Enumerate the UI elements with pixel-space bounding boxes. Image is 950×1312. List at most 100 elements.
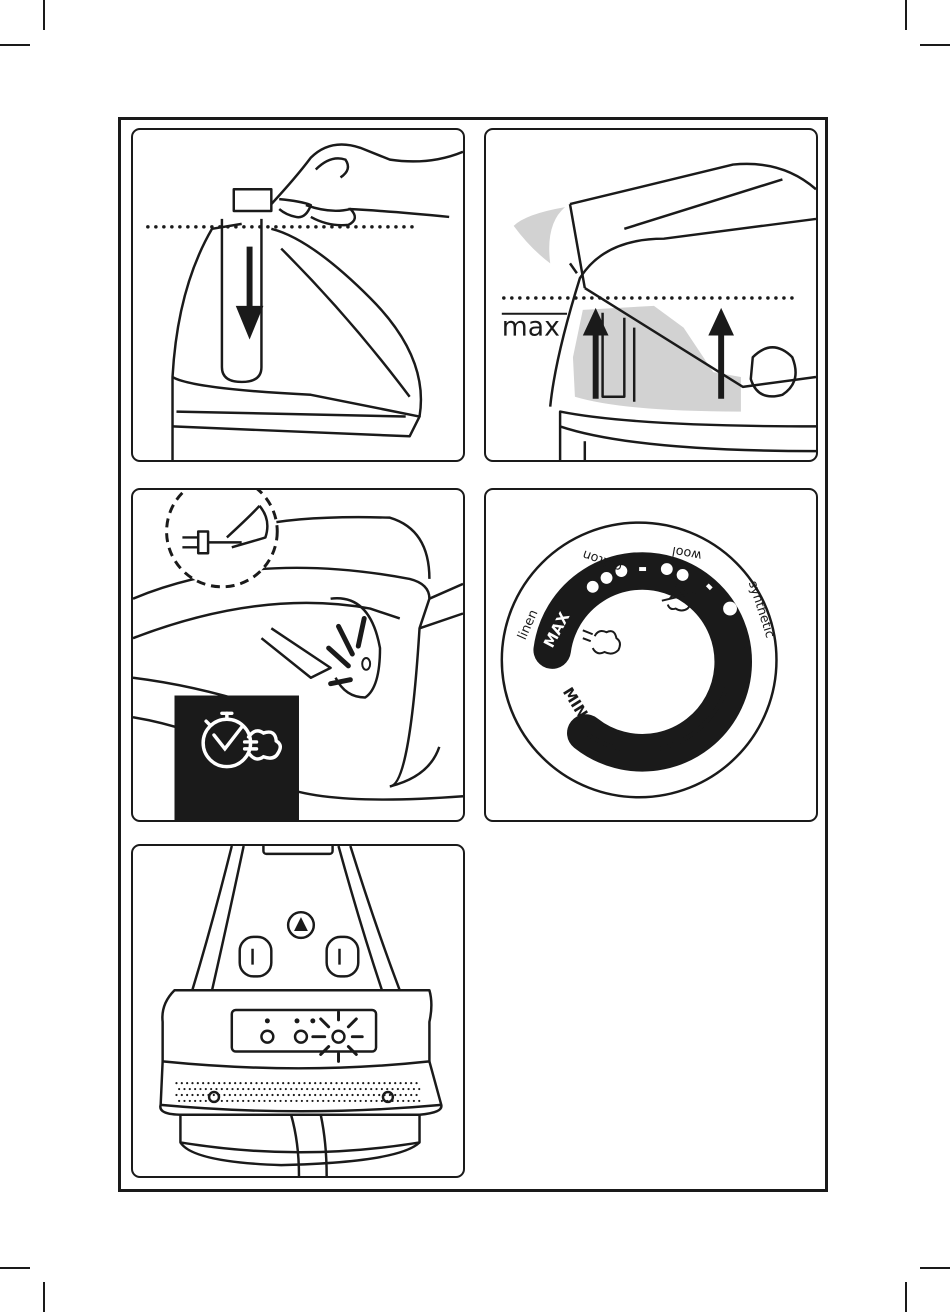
- vent-dot: [415, 1082, 417, 1084]
- crop-mark: [905, 0, 907, 30]
- vent-dot: [327, 1088, 329, 1090]
- vent-dot: [365, 1100, 367, 1102]
- vent-dot: [239, 1094, 241, 1096]
- vent-dot: [298, 1094, 300, 1096]
- ready-light-illustration: [133, 846, 463, 1176]
- vent-dot: [298, 1082, 300, 1084]
- temperature-dial-illustration: MAX MIN linen cotton wool synthetic: [486, 490, 816, 820]
- panel-fill-water: [131, 128, 465, 462]
- vent-dot: [271, 1082, 273, 1084]
- vent-dot: [223, 1082, 225, 1084]
- vent-dot: [277, 1082, 279, 1084]
- vent-dot: [266, 1094, 268, 1096]
- vent-dot: [322, 1088, 324, 1090]
- vent-dot: [199, 1100, 201, 1102]
- vent-dot: [266, 1082, 268, 1084]
- vent-dot: [285, 1100, 287, 1102]
- vent-dot: [239, 1082, 241, 1084]
- vent-dot: [207, 1094, 209, 1096]
- vent-dot: [175, 1082, 177, 1084]
- vent-dot: [373, 1094, 375, 1096]
- crop-mark: [905, 1282, 907, 1312]
- vent-dot: [314, 1094, 316, 1096]
- vent-dot: [370, 1088, 372, 1090]
- vent-dot: [218, 1082, 220, 1084]
- vent-dot: [223, 1094, 225, 1096]
- vent-dot: [186, 1094, 188, 1096]
- vent-dot: [317, 1088, 319, 1090]
- vent-dot: [253, 1100, 255, 1102]
- vent-dot: [189, 1088, 191, 1090]
- vent-dot: [338, 1100, 340, 1102]
- vent-dot: [295, 1088, 297, 1090]
- vent-dot: [319, 1094, 321, 1096]
- vent-dot: [199, 1088, 201, 1090]
- vent-dot: [311, 1088, 313, 1090]
- vent-dot: [330, 1094, 332, 1096]
- vent-dot: [394, 1082, 396, 1084]
- vent-dot: [378, 1082, 380, 1084]
- vent-dot: [269, 1088, 271, 1090]
- vent-dot: [357, 1082, 359, 1084]
- vent-dot: [338, 1088, 340, 1090]
- vent-dot: [282, 1094, 284, 1096]
- vent-dot: [362, 1082, 364, 1084]
- vent-dot: [354, 1100, 356, 1102]
- vent-dot: [183, 1088, 185, 1090]
- vent-dot: [274, 1100, 276, 1102]
- panel-max-level: max: [484, 128, 818, 462]
- vent-dot: [317, 1100, 319, 1102]
- vent-dot: [381, 1100, 383, 1102]
- vent-dot: [215, 1100, 217, 1102]
- vent-dot: [245, 1094, 247, 1096]
- vent-dot: [183, 1100, 185, 1102]
- vent-dot: [210, 1088, 212, 1090]
- vent-dot: [402, 1100, 404, 1102]
- vent-dot: [258, 1100, 260, 1102]
- vent-dot: [242, 1088, 244, 1090]
- vent-dot: [175, 1094, 177, 1096]
- crop-mark: [0, 44, 30, 46]
- vent-dot: [205, 1100, 207, 1102]
- vent-dot: [226, 1100, 228, 1102]
- max-level-illustration: max: [486, 130, 816, 460]
- vent-dot: [271, 1094, 273, 1096]
- vent-dot: [397, 1100, 399, 1102]
- vent-dot: [181, 1094, 183, 1096]
- vent-dot: [197, 1082, 199, 1084]
- vent-dot: [306, 1100, 308, 1102]
- vent-dot: [293, 1082, 295, 1084]
- vent-dot: [242, 1100, 244, 1102]
- vent-dot: [367, 1082, 369, 1084]
- vent-dot: [269, 1100, 271, 1102]
- vent-dot: [394, 1094, 396, 1096]
- vent-dot: [213, 1082, 215, 1084]
- vent-dot: [333, 1100, 335, 1102]
- vent-dot: [397, 1088, 399, 1090]
- max-level-label: max: [502, 312, 560, 343]
- panel-ready-light: [131, 844, 465, 1178]
- vent-dot: [383, 1094, 385, 1096]
- vent-dot: [362, 1094, 364, 1096]
- vent-dot: [290, 1088, 292, 1090]
- vent-dot: [381, 1088, 383, 1090]
- vent-dot: [234, 1082, 236, 1084]
- vent-dot: [189, 1100, 191, 1102]
- vent-dot: [218, 1094, 220, 1096]
- vent-dot: [335, 1082, 337, 1084]
- vent-dot: [255, 1094, 257, 1096]
- panel-plug-in: [131, 488, 465, 822]
- vent-dot: [301, 1088, 303, 1090]
- vent-dot: [359, 1100, 361, 1102]
- vent-dot: [325, 1082, 327, 1084]
- vent-dot: [303, 1082, 305, 1084]
- vent-dot: [351, 1094, 353, 1096]
- vent-dot: [413, 1100, 415, 1102]
- vent-dot: [287, 1082, 289, 1084]
- vent-dot: [285, 1088, 287, 1090]
- vent-dot: [325, 1094, 327, 1096]
- vent-dot: [247, 1088, 249, 1090]
- vent-dot: [250, 1094, 252, 1096]
- vent-dot: [231, 1088, 233, 1090]
- ready-light-rays: [313, 1012, 362, 1061]
